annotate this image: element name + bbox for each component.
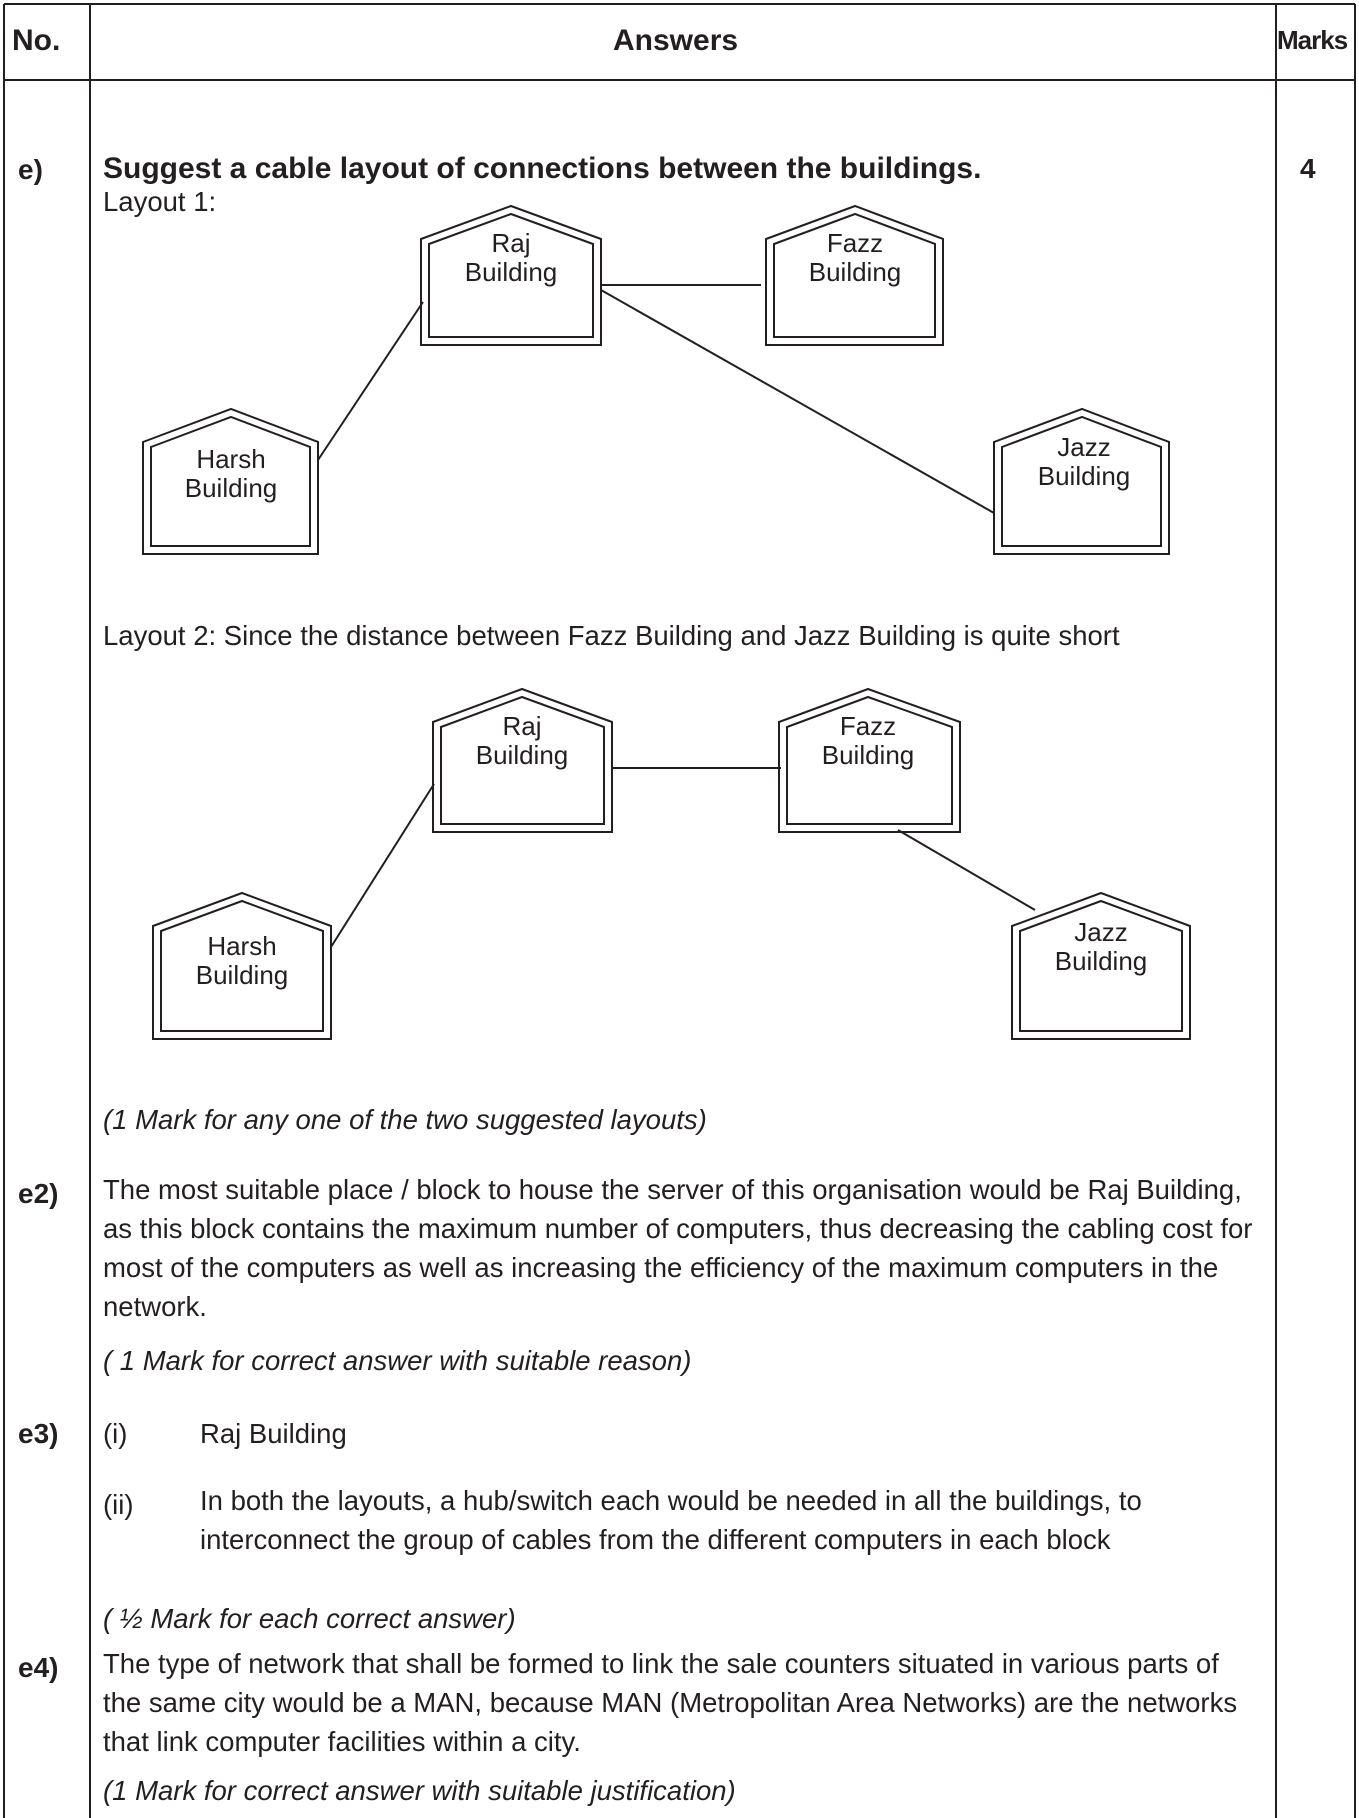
e4-answer-text: The type of network that shall be formed…: [103, 1648, 1238, 1757]
fazz-label-line2: Building: [822, 740, 915, 770]
harsh-label-line2: Building: [196, 960, 289, 990]
cable-raj-harsh: [330, 783, 435, 948]
raj-building-shape: [432, 687, 613, 833]
jazz-building-shape: [1011, 891, 1191, 1040]
e3-item-i-text: Raj Building: [200, 1418, 347, 1449]
harsh-label-line1: Harsh: [196, 444, 265, 474]
fazz-label-line2: Building: [809, 257, 902, 287]
raj-building-shape: [420, 204, 602, 346]
header-no: No.: [12, 24, 61, 57]
fazz-building-shape: [765, 204, 944, 346]
raj-label-line2: Building: [465, 257, 558, 287]
header-answers: Answers: [613, 24, 739, 57]
e3-item-i-number: (i): [103, 1418, 128, 1449]
harsh-building-shape: [152, 891, 332, 1040]
cable-raj-harsh: [317, 301, 424, 461]
jazz-label-line1: Jazz: [1074, 917, 1127, 947]
question-number-e: e): [18, 154, 43, 185]
harsh-label-line2: Building: [185, 473, 278, 503]
jazz-label-line1: Jazz: [1057, 432, 1110, 462]
cable-fazz-jazz: [897, 829, 1036, 911]
raj-label-line2: Building: [476, 740, 569, 770]
cable-raj-jazz: [600, 289, 995, 514]
raj-label-line1: Raj: [502, 711, 541, 741]
question-e-text: Suggest a cable layout of connections be…: [103, 152, 982, 185]
harsh-building-shape: [142, 407, 319, 555]
header-marks: Marks: [1277, 25, 1348, 55]
fazz-label-line1: Fazz: [840, 711, 896, 741]
jazz-label-line2: Building: [1038, 461, 1131, 491]
e2-answer-text: The most suitable place / block to house…: [103, 1174, 1253, 1322]
raj-label-line1: Raj: [491, 228, 530, 258]
marks-value: 4: [1300, 153, 1316, 184]
e4-marking-note: (1 Mark for correct answer with suitable…: [103, 1775, 736, 1806]
e3-item-ii-number: (ii): [103, 1489, 134, 1520]
fazz-building-shape: [778, 687, 961, 833]
layout1-label: Layout 1:: [103, 186, 217, 217]
question-number-e3: e3): [18, 1418, 59, 1449]
jazz-label-line2: Building: [1055, 946, 1148, 976]
fazz-label-line1: Fazz: [827, 228, 883, 258]
jazz-building-shape: [993, 407, 1170, 555]
question-number-e2: e2): [18, 1178, 59, 1209]
e1-marking-note: (1 Mark for any one of the two suggested…: [103, 1104, 707, 1135]
e3-item-ii-text: In both the layouts, a hub/switch each w…: [200, 1485, 1142, 1555]
harsh-label-line1: Harsh: [207, 931, 276, 961]
e2-marking-note: ( 1 Mark for correct answer with suitabl…: [103, 1345, 692, 1376]
layout2-label: Layout 2: Since the distance between Faz…: [103, 620, 1120, 651]
e3-marking-note: ( ½ Mark for each correct answer): [103, 1603, 516, 1634]
question-number-e4: e4): [18, 1652, 59, 1683]
